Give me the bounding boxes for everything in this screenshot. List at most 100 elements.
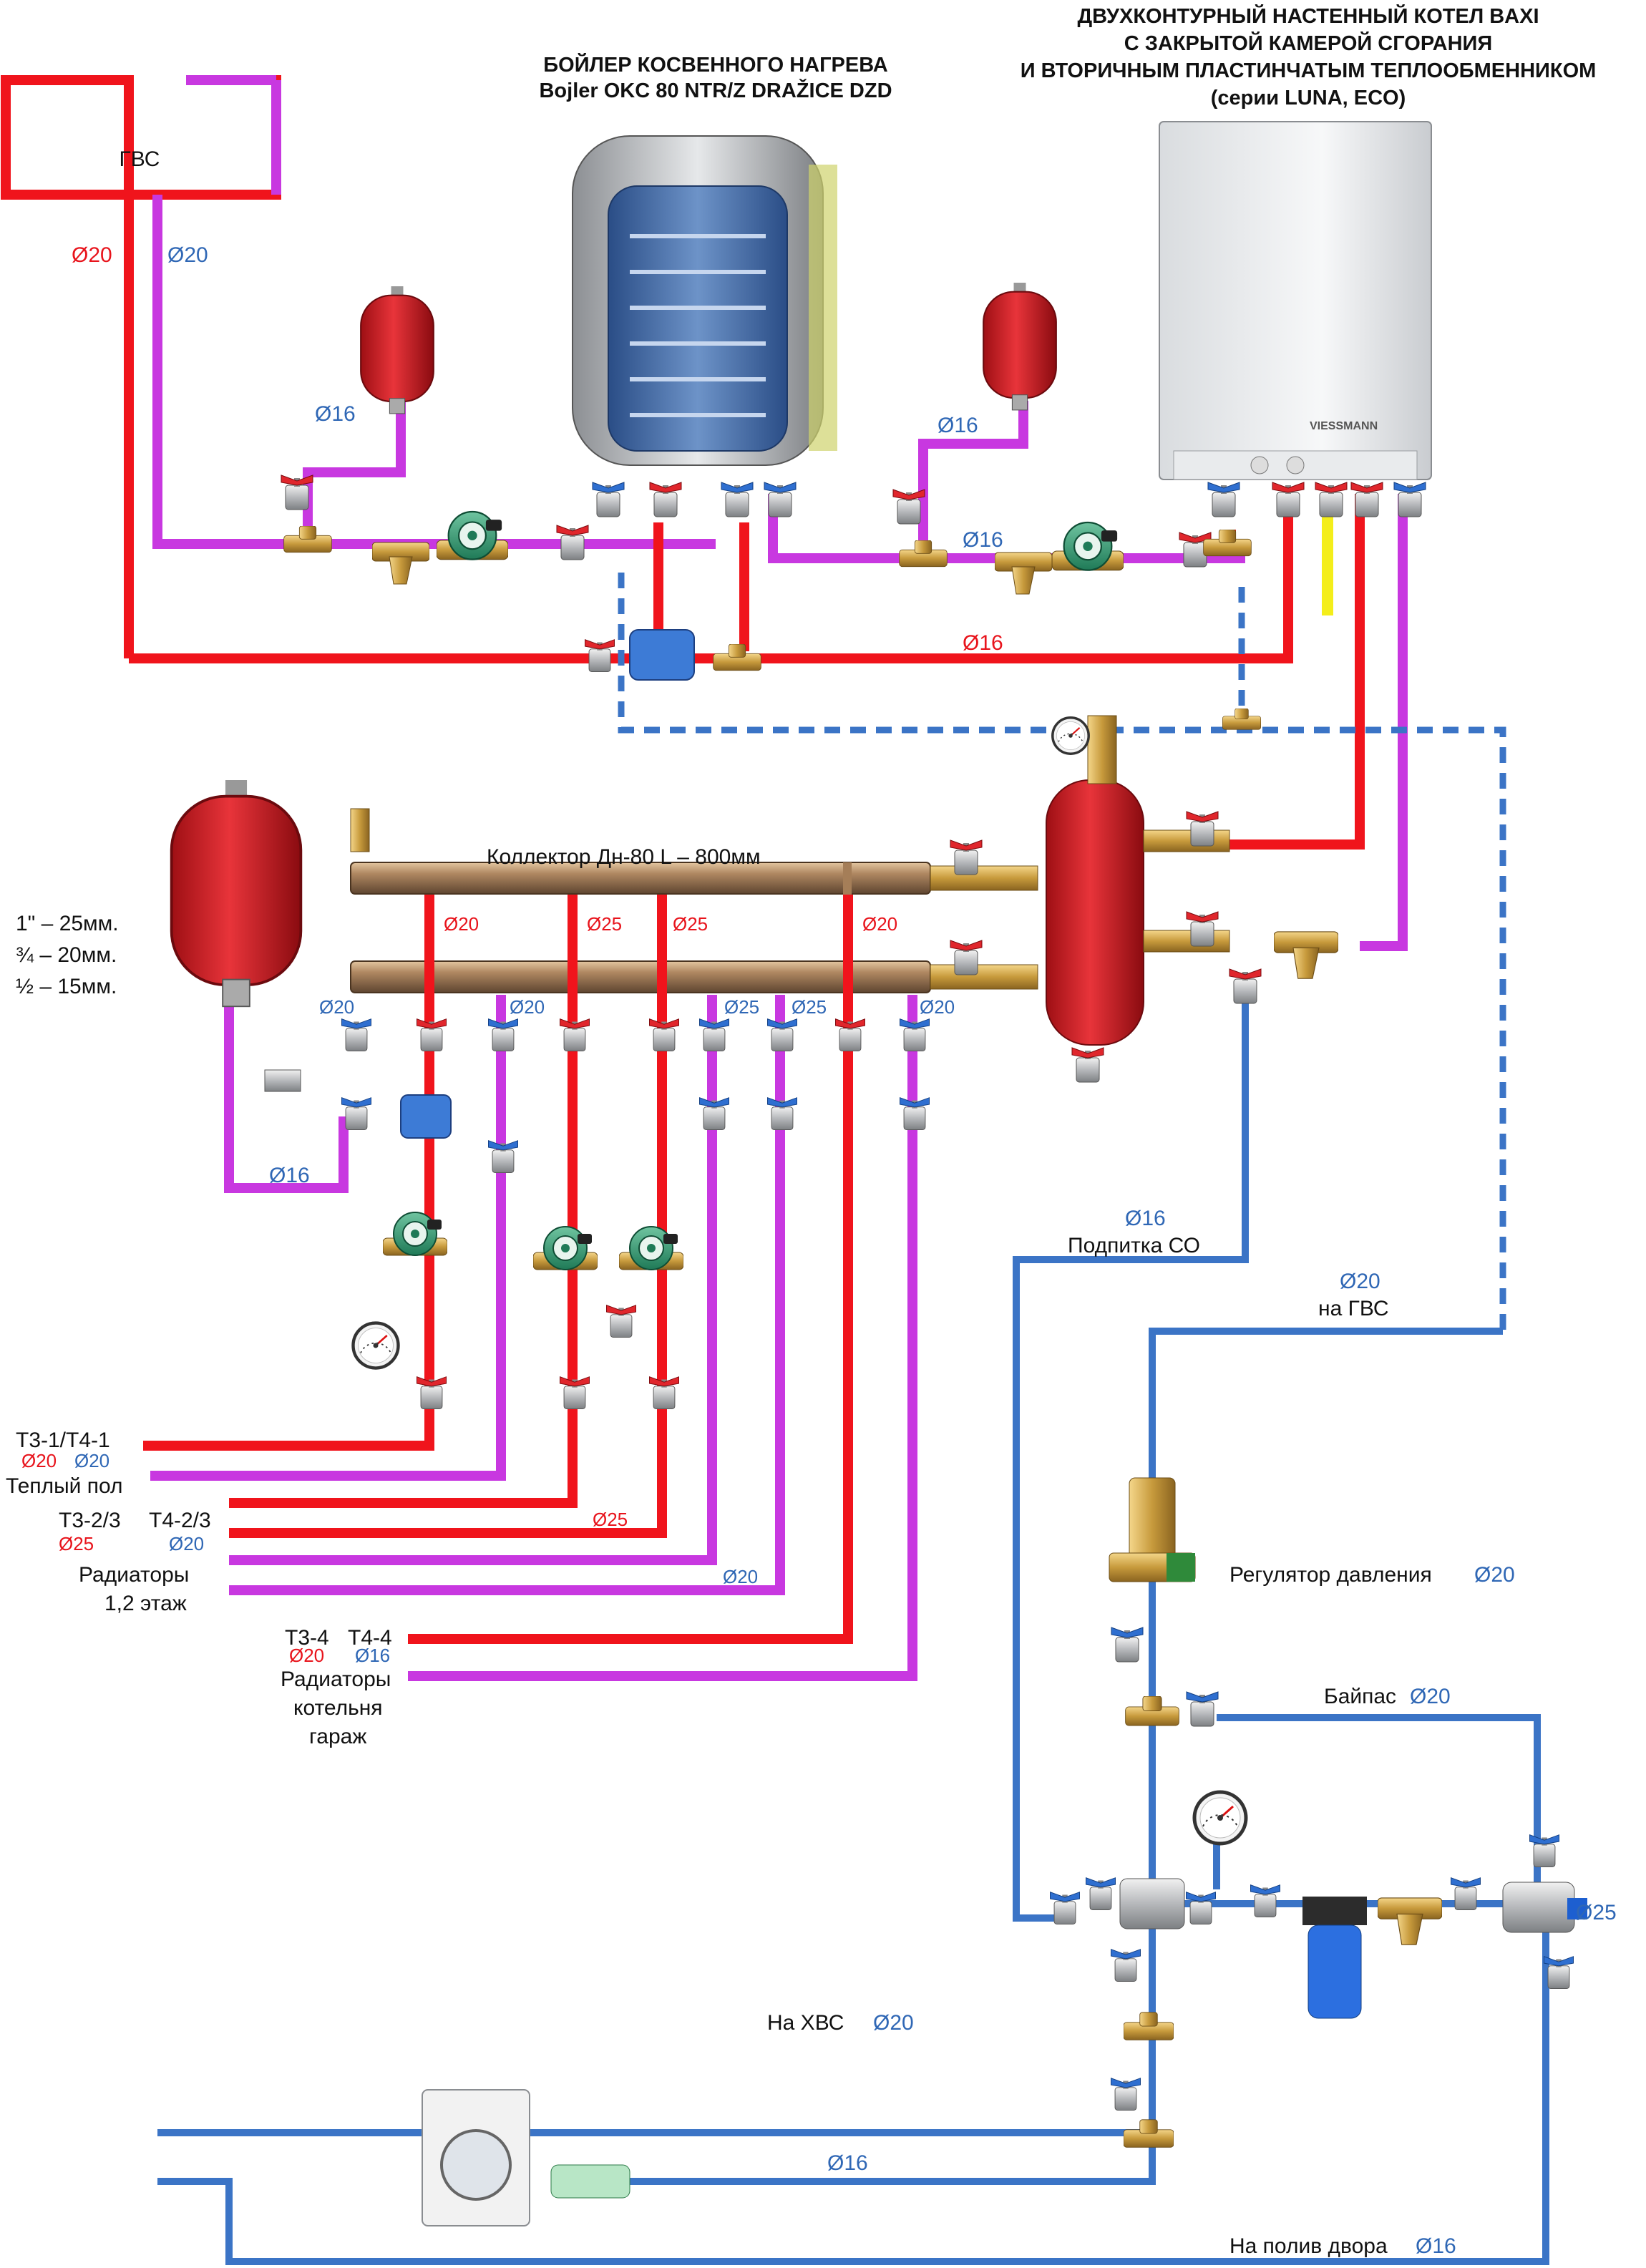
ball-valve-icon[interactable] [900, 1097, 930, 1130]
ball-valve-icon[interactable] [1451, 1877, 1481, 1911]
ball-valve-icon[interactable] [417, 1376, 447, 1409]
poliv-label: На полив двора [1229, 2234, 1388, 2258]
hydraulic-separator [1046, 715, 1230, 1083]
ball-valve-icon[interactable] [649, 482, 682, 517]
three-way-valve-icon[interactable] [629, 629, 695, 681]
gas-boiler-knob-2[interactable] [1286, 456, 1305, 474]
ball-valve-icon[interactable] [1186, 811, 1219, 847]
diameter-label: Ø25 [673, 913, 708, 935]
ball-valve-icon[interactable] [835, 1018, 865, 1051]
gas-boiler-title-line2: С ЗАКРЫТОЙ КАМЕРОЙ СГОРАНИЯ [1124, 31, 1492, 55]
ball-valve-icon[interactable] [1186, 1691, 1219, 1727]
ball-valve-icon[interactable] [556, 525, 589, 560]
legend-line-3: ½ – 15мм. [16, 975, 117, 998]
ball-valve-icon[interactable] [950, 940, 983, 975]
ball-valve-icon[interactable] [281, 474, 313, 510]
garazh-label: гараж [309, 1725, 366, 1748]
drain-tap-icon[interactable] [264, 1069, 301, 1092]
ball-valve-icon[interactable] [1393, 482, 1426, 517]
ball-valve-icon[interactable] [1186, 911, 1219, 947]
expansion-tank-icon [983, 283, 1057, 411]
ball-valve-icon[interactable] [341, 1097, 371, 1130]
expansion-tank-icon [170, 780, 303, 1008]
air-vent-icon [350, 808, 370, 852]
collector-label: Коллектор Дн-80 L – 800мм [487, 845, 761, 869]
legend-line-1: 1" – 25мм. [16, 912, 119, 935]
ball-valve-icon[interactable] [699, 1097, 729, 1130]
ball-valve-icon[interactable] [900, 1018, 930, 1051]
regulator-label: Регулятор давления [1229, 1563, 1432, 1587]
ball-valve-icon[interactable] [1086, 1877, 1116, 1911]
kotelnya-label: котельня [293, 1696, 383, 1720]
ball-valve-icon[interactable] [1272, 482, 1305, 517]
boiler-insulation [809, 165, 837, 451]
ball-valve-icon[interactable] [1111, 1627, 1144, 1663]
ball-valve-icon[interactable] [560, 1376, 590, 1409]
boiler-title-line2: Bojler OKC 80 NTR/Z DRAŽICE DZD [539, 78, 892, 102]
ball-valve-icon[interactable] [1529, 1834, 1560, 1868]
collector-return-fitting [930, 964, 1038, 990]
separator-return-nozzle [1143, 930, 1230, 953]
teply-pol-label: Теплый пол [6, 1474, 123, 1498]
diameter-label: Ø20 [74, 1450, 109, 1471]
bypass-label: Байпас [1324, 1685, 1396, 1708]
ball-valve-icon[interactable] [1229, 968, 1262, 1004]
ball-valve-icon[interactable] [585, 639, 615, 672]
ball-valve-icon[interactable] [699, 1018, 729, 1051]
strainer-filter-icon [995, 552, 1052, 595]
circulation-pump-icon [619, 1226, 683, 1270]
three-way-valve-icon[interactable] [400, 1094, 452, 1139]
ball-valve-icon[interactable] [649, 1018, 679, 1051]
ball-valve-icon[interactable] [1186, 1892, 1216, 1925]
t42-label: Т4-2/3 [149, 1509, 211, 1532]
water-filter-head [1302, 1897, 1367, 1925]
ball-valve-icon[interactable] [1111, 1949, 1141, 1982]
hydraulic-separator-body [1046, 779, 1144, 1046]
water-filter-icon [1307, 1924, 1362, 2019]
ball-valve-icon[interactable] [649, 1376, 679, 1409]
ball-valve-icon[interactable] [488, 1018, 518, 1051]
diameter-label: Ø20 [319, 996, 354, 1018]
ball-valve-icon[interactable] [1111, 2078, 1141, 2111]
ball-valve-icon[interactable] [1207, 482, 1240, 517]
indirect-boiler [572, 135, 837, 466]
tee-fitting [1125, 1696, 1179, 1726]
ball-valve-icon[interactable] [1543, 1956, 1574, 1990]
expansion-tank-icon [360, 286, 434, 414]
ball-valve-icon[interactable] [767, 1018, 797, 1051]
ball-valve-icon[interactable] [764, 482, 797, 517]
podpitka-line [1013, 995, 1249, 1922]
diameter-label: Ø20 [1340, 1270, 1380, 1293]
cold-water-components [422, 1477, 1587, 2226]
diameter-label: Ø16 [963, 631, 1003, 655]
ball-valve-icon[interactable] [341, 1018, 371, 1051]
ball-valve-icon[interactable] [592, 482, 625, 517]
ball-valve-icon[interactable] [721, 482, 754, 517]
regulator-knob-icon[interactable] [1167, 1553, 1195, 1582]
gas-boiler-knob-1[interactable] [1250, 456, 1269, 474]
air-vent-icon [1087, 715, 1117, 784]
ball-valve-icon[interactable] [950, 839, 983, 875]
etazh-label: 1,2 этаж [104, 1592, 187, 1615]
ball-valve-icon[interactable] [1315, 482, 1348, 517]
diameter-label: Ø20 [167, 243, 208, 267]
ball-valve-icon[interactable] [1250, 1884, 1280, 1918]
diameter-label: Ø20 [920, 996, 955, 1018]
ball-valve-icon[interactable] [606, 1305, 636, 1338]
tee-fitting [713, 644, 761, 671]
ball-valve-icon[interactable] [560, 1018, 590, 1051]
ball-valve-icon[interactable] [767, 1097, 797, 1130]
ball-valve-icon[interactable] [1050, 1892, 1080, 1925]
washer-line [615, 2143, 1156, 2185]
gvs-box-label: ГВС [120, 147, 160, 171]
mixing-valve-cap[interactable] [1567, 1898, 1587, 1919]
ball-valve-icon[interactable] [1350, 482, 1383, 517]
diameter-label: Ø25 [587, 913, 622, 935]
ball-valve-icon[interactable] [417, 1018, 447, 1051]
ball-valve-icon[interactable] [488, 1140, 518, 1173]
ball-valve-icon[interactable] [892, 489, 925, 525]
diameter-label: Ø20 [873, 2011, 914, 2035]
bypass-line [1217, 1714, 1541, 1882]
collector-supply-fitting [930, 865, 1038, 891]
